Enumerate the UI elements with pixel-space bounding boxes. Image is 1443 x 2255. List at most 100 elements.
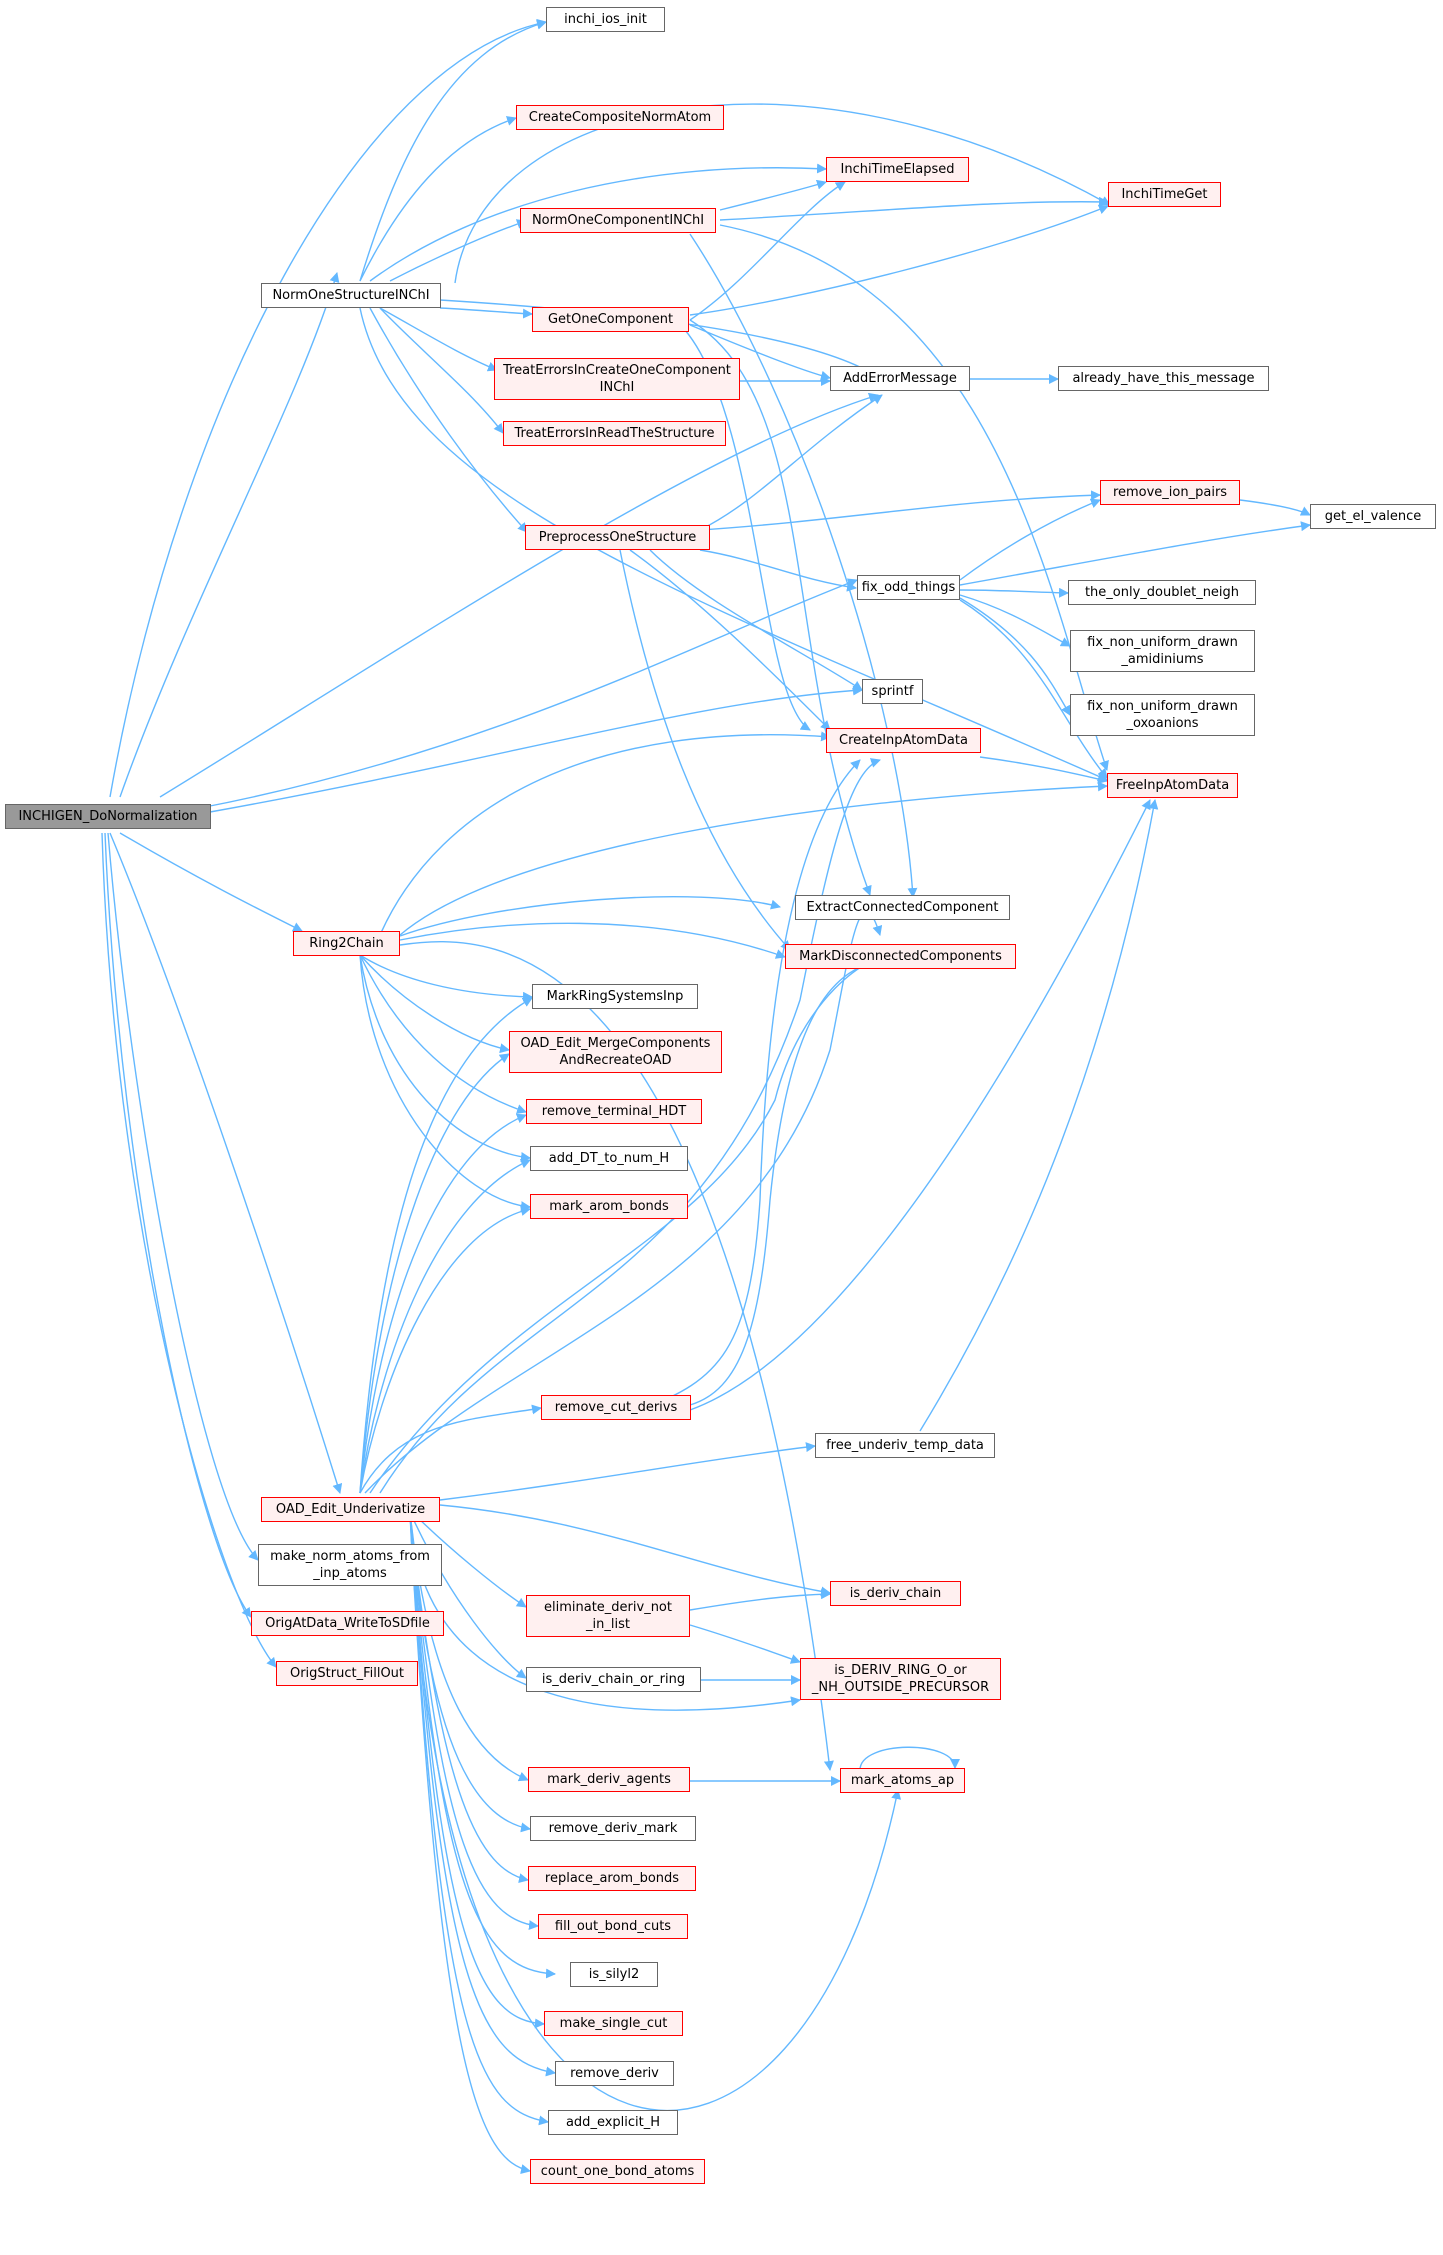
edge [107, 832, 259, 1561]
node-getonecomponent[interactable]: GetOneComponent [532, 307, 689, 332]
node-normonecomponentinchi[interactable]: NormOneComponentINChI [520, 208, 716, 233]
node-inchitimeelapsed[interactable]: InchiTimeElapsed [826, 157, 969, 182]
node-is-deriv-chain-or-ring[interactable]: is_deriv_chain_or_ring [526, 1667, 701, 1692]
node-get-el-valence[interactable]: get_el_valence [1310, 504, 1436, 529]
node-add-explicit-h[interactable]: add_explicit_H [548, 2110, 678, 2135]
edge [359, 19, 547, 282]
node-is-silyl2[interactable]: is_silyl2 [570, 1962, 658, 1987]
edge [159, 392, 879, 798]
edge [689, 1589, 831, 1611]
edge [699, 490, 1101, 531]
edge [699, 549, 857, 592]
edge [409, 1511, 545, 2029]
node-sprintf[interactable]: sprintf [862, 679, 923, 704]
edge [369, 163, 827, 282]
node-remove-terminal-hdt[interactable]: remove_terminal_HDT [526, 1099, 702, 1124]
node-make-norm-atoms[interactable]: make_norm_atoms_from_inp_atoms [258, 1544, 442, 1586]
node-inchi-ios-init[interactable]: inchi_ios_init [546, 7, 665, 32]
node-mark-deriv-agents[interactable]: mark_deriv_agents [528, 1767, 690, 1792]
edge [959, 498, 1101, 581]
edge [109, 18, 547, 798]
node-origstruct-fillout[interactable]: OrigStruct_FillOut [276, 1661, 418, 1686]
node-free-underiv-temp-data[interactable]: free_underiv_temp_data [815, 1433, 995, 1458]
edge [409, 1511, 902, 2112]
edge [689, 319, 872, 896]
edge [409, 1511, 531, 2174]
node-origatdata-writetosdfile[interactable]: OrigAtData_WriteToSDfile [251, 1611, 444, 1636]
edge [399, 896, 781, 937]
node-already-have-this-message[interactable]: already_have_this_message [1058, 366, 1269, 391]
node-remove-deriv[interactable]: remove_deriv [555, 2061, 674, 2086]
node-make-single-cut[interactable]: make_single_cut [544, 2011, 683, 2036]
node-inchigen-donormalization[interactable]: INCHIGEN_DoNormalization [5, 804, 211, 829]
node-fix-odd-things[interactable]: fix_odd_things [857, 575, 960, 600]
node-the-only-doublet-neigh[interactable]: the_only_doublet_neigh [1068, 580, 1256, 605]
edge [209, 685, 863, 813]
node-oad-edit-underivatize[interactable]: OAD_Edit_Underivatize [261, 1497, 440, 1522]
edge [389, 219, 527, 282]
edge [199, 578, 858, 809]
node-remove-cut-derivs[interactable]: remove_cut_derivs [541, 1395, 691, 1420]
node-createcompositenormatom[interactable]: CreateCompositeNormAtom [516, 105, 724, 130]
node-normonestructureinchi[interactable]: NormOneStructureINChI [261, 283, 441, 308]
edge [369, 307, 528, 533]
node-is-deriv-chain[interactable]: is_deriv_chain [830, 1581, 961, 1606]
node-fill-out-bond-cuts[interactable]: fill_out_bond_cuts [538, 1914, 688, 1939]
node-createinpatomdata[interactable]: CreateInpAtomData [826, 728, 981, 753]
edge [439, 299, 876, 376]
node-eliminate-deriv-not-in-list[interactable]: eliminate_deriv_not_in_list [526, 1595, 690, 1637]
node-markdisconnectedcomponents[interactable]: MarkDisconnectedComponents [785, 944, 1016, 969]
node-fix-non-uniform-drawn-amidiniums[interactable]: fix_non_uniform_drawn_amidiniums [1070, 630, 1255, 672]
edge [409, 1511, 556, 2077]
node-remove-deriv-mark[interactable]: remove_deriv_mark [530, 1816, 696, 1841]
edge [409, 1509, 527, 1608]
node-fix-non-uniform-drawn-oxoanions[interactable]: fix_non_uniform_drawn_oxoanions [1070, 694, 1255, 736]
node-freeinpatomdata[interactable]: FreeInpAtomData [1107, 773, 1238, 798]
edge [359, 954, 533, 1002]
edge [359, 954, 531, 1212]
node-remove-ion-pairs[interactable]: remove_ion_pairs [1100, 480, 1240, 505]
node-adderrormessage[interactable]: AddErrorMessage [830, 366, 970, 391]
node-add-dt-to-num-h[interactable]: add_DT_to_num_H [530, 1146, 688, 1171]
edge [119, 832, 303, 932]
edge [439, 1504, 831, 1597]
edge [359, 1404, 542, 1494]
node-mark-atoms-ap[interactable]: mark_atoms_ap [840, 1768, 965, 1793]
node-markringsystemsinp[interactable]: MarkRingSystemsInp [532, 984, 698, 1009]
edge [689, 324, 831, 381]
node-extractconnectedcomponent[interactable]: ExtractConnectedComponent [795, 895, 1010, 920]
edge [699, 394, 883, 531]
node-ring2chain[interactable]: Ring2Chain [293, 931, 400, 956]
edge [629, 549, 831, 731]
edge [689, 181, 846, 321]
edge [959, 594, 1071, 647]
edge [859, 1746, 960, 1771]
node-replace-arom-bonds[interactable]: replace_arom_bonds [528, 1866, 696, 1891]
edge [619, 549, 791, 951]
edge [359, 1113, 527, 1494]
edge [399, 781, 1108, 936]
edge [379, 307, 504, 434]
edge [719, 179, 827, 211]
edge [379, 307, 498, 372]
node-mark-arom-bonds[interactable]: mark_arom_bonds [530, 1194, 688, 1219]
edge [399, 922, 786, 959]
node-treaterrorsinreadthestructure[interactable]: TreatErrorsInReadTheStructure [503, 421, 726, 446]
edge [689, 1624, 801, 1664]
edge [689, 799, 1151, 1411]
edge [959, 597, 1071, 716]
edge [719, 196, 1109, 221]
edge [959, 599, 1108, 779]
edge [649, 549, 863, 691]
edge [439, 307, 533, 319]
edge [359, 116, 517, 282]
node-preprocessonestructure[interactable]: PreprocessOneStructure [525, 525, 710, 550]
node-inchitimeget[interactable]: InchiTimeGet [1108, 182, 1221, 207]
node-is-deriv-ring[interactable]: is_DERIV_RING_O_or_NH_OUTSIDE_PRECURSOR [800, 1658, 1001, 1700]
node-count-one-bond-atoms[interactable]: count_one_bond_atoms [530, 2159, 705, 2184]
edge [409, 1511, 527, 1679]
